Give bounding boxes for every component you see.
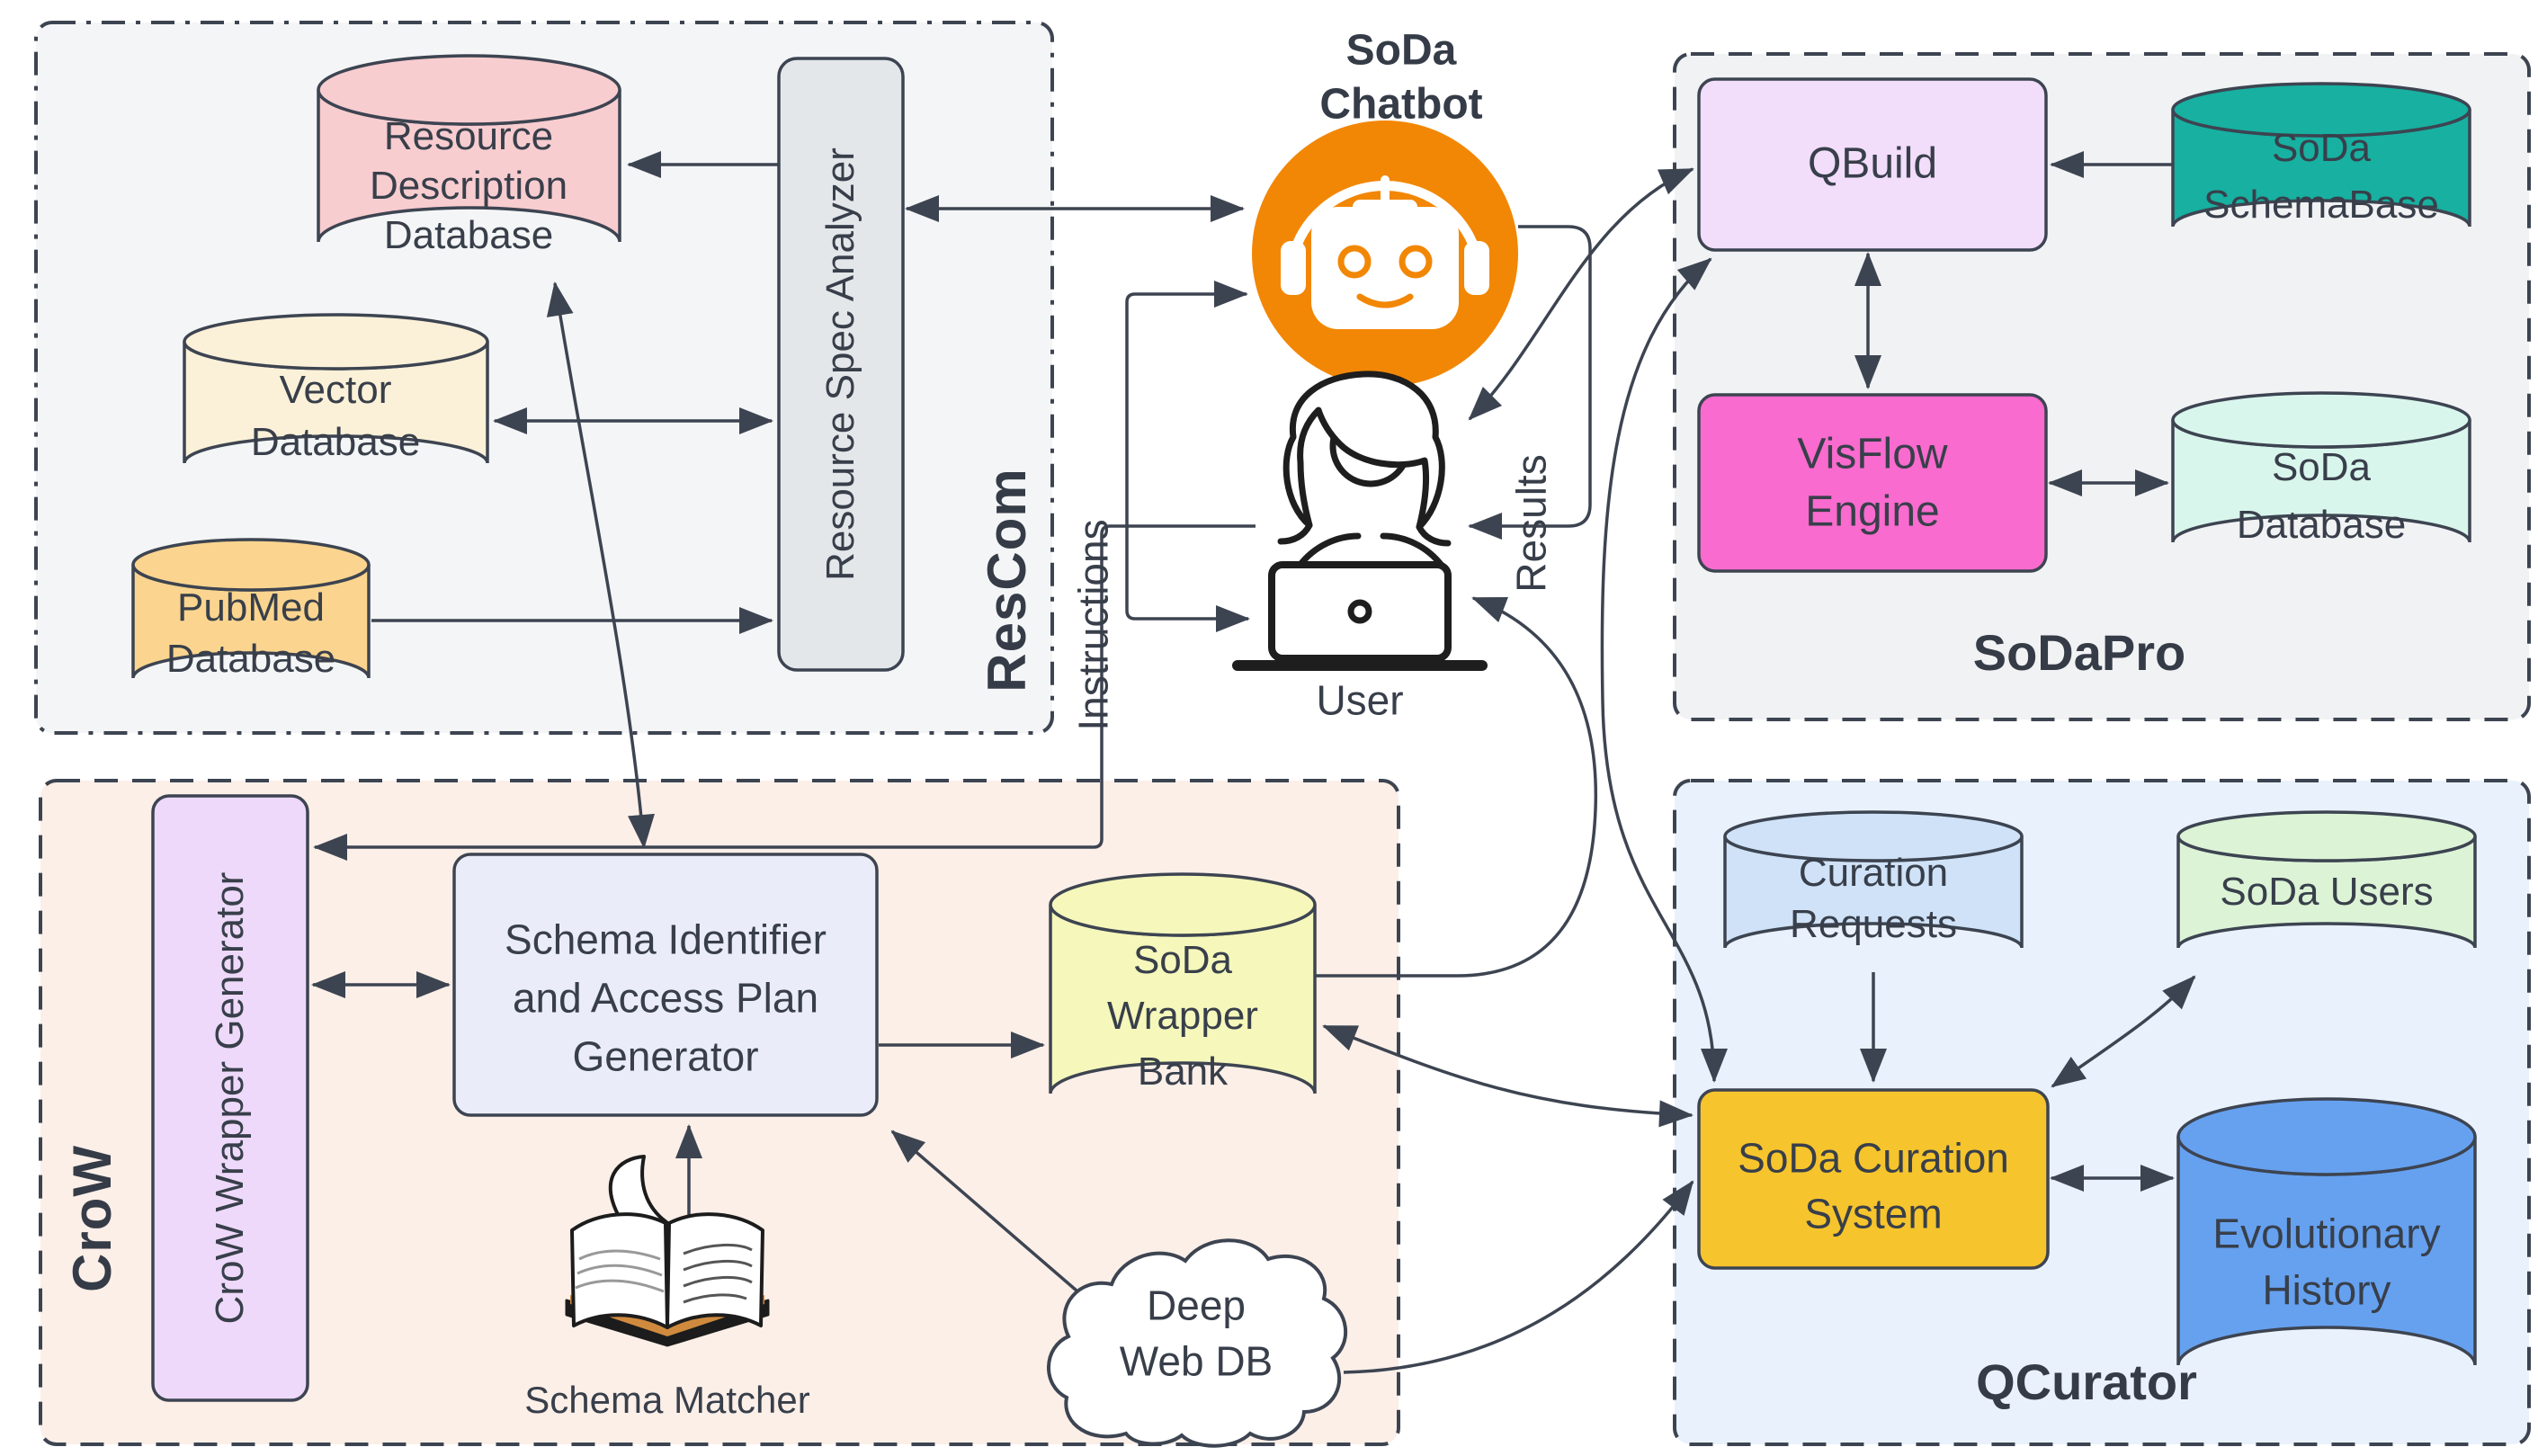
- schema-identifier-shape: [452, 853, 879, 1117]
- sodapro-label: SoDaPro: [1972, 624, 2186, 682]
- edge-wrapperbank-curationsystem: [1322, 1024, 1693, 1128]
- book-icon: [565, 1155, 770, 1347]
- soda-wrapper-bank-shape: [1049, 872, 1317, 1094]
- sodadb-line2: Database: [2236, 502, 2407, 547]
- qbuild-shape: [1697, 77, 2048, 252]
- edge-wrapperbank-to-user: [1315, 596, 1598, 978]
- schema-matcher-label: Schema Matcher: [524, 1378, 810, 1421]
- results-edge-label: Results: [1507, 454, 1555, 593]
- edge-curationsystem-sodausers: [2051, 975, 2196, 1088]
- schema-identifier-line2: and Access Plan: [512, 974, 819, 1022]
- soda-database-shape: [2171, 391, 2471, 543]
- deep-web-db-line2: Web DB: [1119, 1337, 1273, 1385]
- curation-requests-shape: [1723, 810, 2024, 949]
- curation-system-line2: System: [1804, 1190, 1943, 1237]
- soda-users-shape: [2176, 810, 2477, 949]
- schema-identifier-line1: Schema Identifier: [505, 916, 827, 963]
- edge-user-chatbot-instructions: [1125, 281, 1250, 632]
- schemabase-line2: SchemaBase: [2203, 182, 2439, 227]
- edge-deepwebdb-to-curationsystem: [1343, 1180, 1694, 1374]
- soda-users-label: SoDa Users: [2220, 869, 2434, 914]
- rdd-line1: Resource: [383, 113, 554, 158]
- edge-rdd-schemaidentifier: [546, 281, 655, 849]
- pubmed-line2: Database: [165, 636, 336, 681]
- deep-web-db-line1: Deep: [1147, 1282, 1246, 1329]
- schema-identifier-line3: Generator: [572, 1032, 759, 1080]
- evolutionary-history-line1: Evolutionary: [2212, 1210, 2441, 1257]
- schemabase-line1: SoDa: [2271, 125, 2372, 170]
- pubmed-db-shape: [131, 538, 371, 679]
- visflow-line1: VisFlow: [1797, 430, 1948, 478]
- curation-system-line1: SoDa Curation: [1738, 1134, 2009, 1182]
- visflow-engine-shape: [1697, 393, 2048, 573]
- resource-description-db-shape: [317, 54, 621, 243]
- wrapper-bank-line1: SoDa: [1132, 937, 1233, 982]
- chatbot-title-line2: Chatbot: [1319, 80, 1483, 129]
- chatbot-title-line1: SoDa: [1345, 26, 1457, 75]
- curation-requests-line1: Curation: [1798, 850, 1949, 895]
- edge-user-to-crowwrappergenerator: [313, 524, 1256, 861]
- wrapper-bank-line2: Wrapper: [1107, 993, 1258, 1038]
- qcurator-label: QCurator: [1976, 1353, 2197, 1411]
- vector-db-shape: [183, 313, 489, 464]
- edge-deepwebdb-to-schemaidentifier: [890, 1130, 1092, 1304]
- crow-wrapper-generator-shape: [151, 794, 309, 1402]
- evolutionary-history-shape: [2176, 1097, 2477, 1366]
- chatbot-icon: [1252, 121, 1518, 387]
- visflow-line2: Engine: [1805, 487, 1940, 536]
- crow-label: CroW: [62, 1145, 122, 1292]
- evolutionary-history-line2: History: [2262, 1266, 2391, 1314]
- edge-qbuild-curationsystem: [1600, 257, 1728, 1083]
- pubmed-line1: PubMed: [177, 585, 325, 630]
- qbuild-label: QBuild: [1807, 139, 1938, 188]
- rescom-label: ResCom: [977, 468, 1037, 692]
- resource-spec-analyzer-shape: [777, 57, 905, 672]
- instructions-edge-label: Instructions: [1069, 519, 1117, 731]
- user-icon: [1232, 371, 1488, 671]
- vectordb-line2: Database: [250, 419, 421, 464]
- crow-wrapper-generator-label: CroW Wrapper Generator: [207, 871, 252, 1325]
- rdd-line3: Database: [383, 212, 554, 257]
- user-label: User: [1316, 676, 1404, 724]
- deep-web-db-cloud-shape: [1047, 1238, 1348, 1448]
- edge-user-qbuild: [1468, 167, 1694, 421]
- vectordb-line1: Vector: [279, 367, 392, 412]
- soda-curation-system-shape: [1697, 1088, 2050, 1270]
- curation-requests-line2: Requests: [1790, 901, 1957, 946]
- soda-schemabase-shape: [2171, 82, 2471, 228]
- wrapper-bank-line3: Bank: [1137, 1049, 1229, 1094]
- rdd-line2: Description: [369, 163, 568, 208]
- resource-spec-analyzer-label: Resource Spec Analyzer: [818, 147, 862, 581]
- sodadb-line1: SoDa: [2271, 444, 2372, 489]
